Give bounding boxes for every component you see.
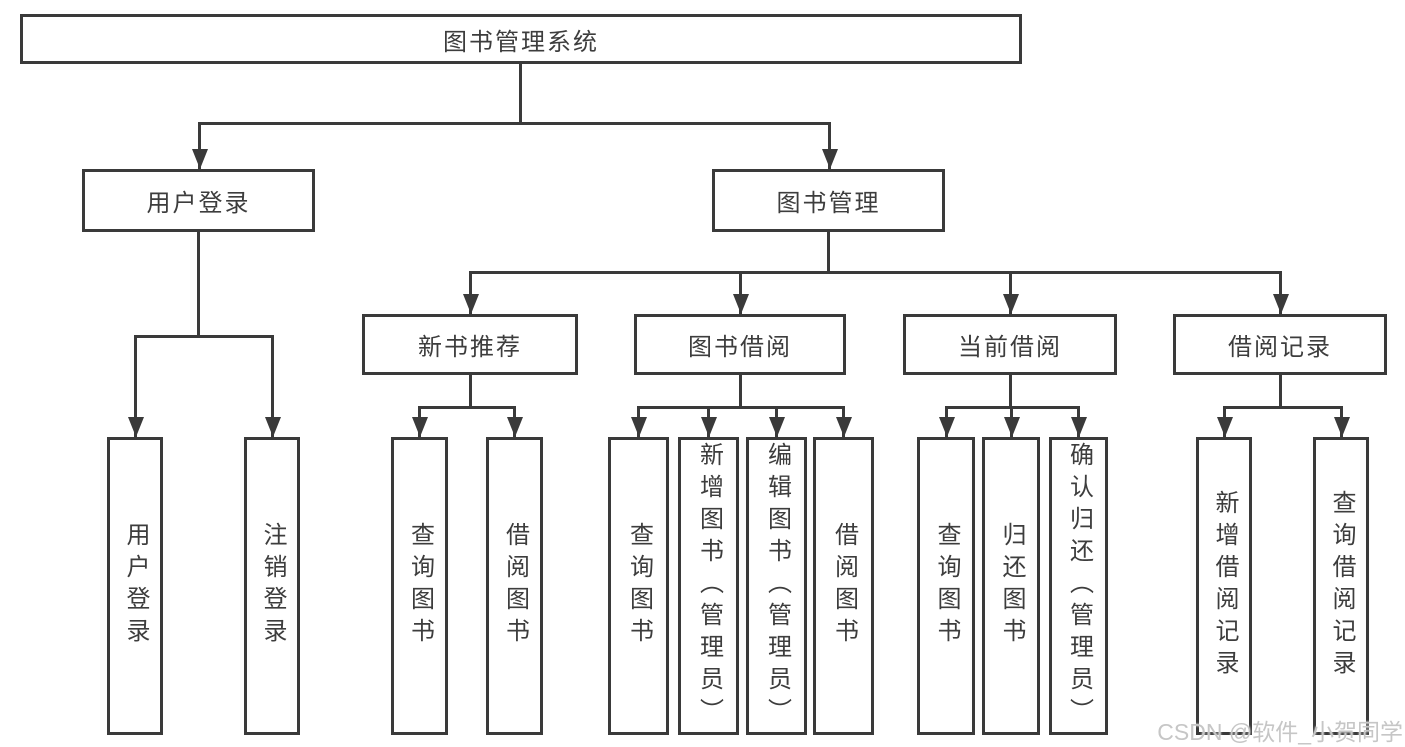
leaf-borrowing-edit-book-admin: 编辑图书（管理员） (746, 437, 807, 735)
leaf-borrowing-query-books: 查询图书 (608, 437, 669, 735)
arrow-down-icon (127, 417, 144, 437)
connector-line (1279, 375, 1282, 406)
connector-line (1009, 375, 1012, 406)
leaf-records-add-record: 新增借阅记录 (1196, 437, 1252, 735)
arrow-down-icon (732, 294, 749, 314)
arrow-down-icon (700, 417, 717, 437)
leaf-newbook-query-books: 查询图书 (391, 437, 448, 735)
leaf-newbook-borrow-books: 借阅图书 (486, 437, 543, 735)
csdn-watermark: CSDN @软件_小贺同学 (1157, 719, 1403, 745)
connector-line (827, 232, 830, 271)
arrow-down-icon (1333, 417, 1350, 437)
connector-line (197, 232, 200, 335)
leaf-records-query-record: 查询借阅记录 (1313, 437, 1369, 735)
arrow-down-icon (630, 417, 647, 437)
leaf-current-confirm-return-admin: 确认归还（管理员） (1049, 437, 1108, 735)
leaf-logout: 注销登录 (244, 437, 300, 735)
leaf-current-query-books: 查询图书 (917, 437, 975, 735)
connector-line (739, 271, 742, 314)
arrow-down-icon (1003, 417, 1020, 437)
connector-line (519, 64, 522, 122)
connector-line (469, 271, 1282, 274)
node-library-management-system: 图书管理系统 (20, 14, 1022, 64)
leaf-borrowing-borrow-books: 借阅图书 (813, 437, 874, 735)
arrow-down-icon (1272, 294, 1289, 314)
node-borrowing-records: 借阅记录 (1173, 314, 1387, 375)
connector-line (1009, 271, 1012, 314)
arrow-down-icon (191, 149, 208, 169)
arrow-down-icon (938, 417, 955, 437)
connector-line (198, 122, 831, 125)
connector-line (1279, 271, 1282, 314)
node-book-management: 图书管理 (712, 169, 945, 232)
leaf-borrowing-add-book-admin: 新增图书（管理员） (678, 437, 739, 735)
node-user-login: 用户登录 (82, 169, 315, 232)
connector-line (198, 122, 201, 169)
arrow-down-icon (506, 417, 523, 437)
arrow-down-icon (768, 417, 785, 437)
leaf-current-return-book: 归还图书 (982, 437, 1040, 735)
connector-line (1223, 406, 1343, 409)
arrow-down-icon (264, 417, 281, 437)
node-new-book-recommendation: 新书推荐 (362, 314, 578, 375)
arrow-down-icon (462, 294, 479, 314)
connector-line (469, 375, 472, 406)
connector-line (271, 335, 274, 437)
node-book-borrowing: 图书借阅 (634, 314, 846, 375)
connector-line (134, 335, 274, 338)
connector-line (469, 271, 472, 314)
node-current-borrowing: 当前借阅 (903, 314, 1117, 375)
leaf-user-login: 用户登录 (107, 437, 163, 735)
connector-line (418, 406, 516, 409)
arrow-down-icon (411, 417, 428, 437)
arrow-down-icon (835, 417, 852, 437)
connector-line (134, 335, 137, 437)
connector-line (739, 375, 742, 406)
arrow-down-icon (1216, 417, 1233, 437)
connector-line (828, 122, 831, 169)
arrow-down-icon (1002, 294, 1019, 314)
arrow-down-icon (1070, 417, 1087, 437)
connector-line (637, 406, 845, 409)
arrow-down-icon (821, 149, 838, 169)
